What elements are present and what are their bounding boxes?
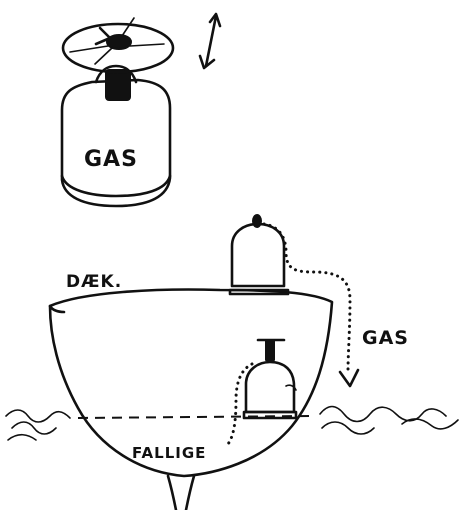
- gas-canister-illustration: [62, 18, 173, 206]
- interior-gas-bottle: [244, 340, 296, 418]
- down-arrow-icon: [340, 370, 358, 386]
- boat-hull: [50, 290, 332, 510]
- double-arrow-icon: [200, 14, 220, 68]
- deck-label: DÆK.: [66, 272, 122, 292]
- gas-flow-label: GAS: [362, 327, 409, 349]
- deck-gas-leak-path: [264, 224, 350, 372]
- bilge-label: FALLIGE: [132, 444, 206, 462]
- waves: [6, 407, 458, 441]
- canister-label: GAS: [84, 147, 138, 172]
- deck-gas-bottle: [230, 215, 288, 294]
